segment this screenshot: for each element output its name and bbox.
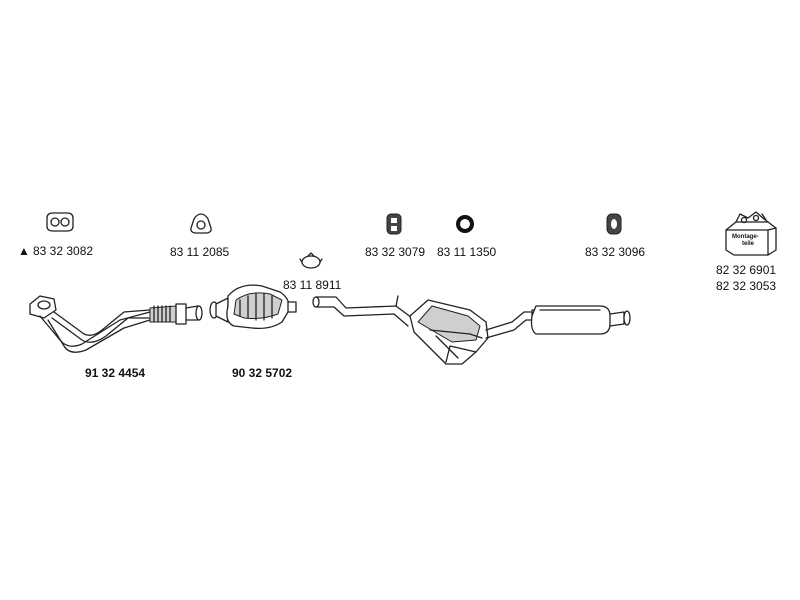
rubber-mount-c-part-number: 83 32 3096 [585,245,646,259]
gasket-triangle-part-number: 83 11 2085 [170,245,230,259]
center-pipe-icon [312,295,413,327]
mounting-kit-part-number-2: 82 32 3053 [716,279,777,293]
rubber-mount-c-icon [606,213,622,235]
clamp-icon [299,252,323,269]
rear-silencer-icon [485,305,631,339]
mounting-kit-box-label-1: Montage- [732,234,759,240]
o-ring-icon [456,215,474,233]
clamp-part-number: 83 11 8911 [283,278,342,292]
catalytic-converter-icon [209,284,297,330]
front-pipe-part-number: 91 32 4454 [85,366,146,380]
gasket-triangle-icon [190,213,212,234]
mounting-kit-part-number-1: 82 32 6901 [716,263,777,277]
gasket-flange-marker: ▲ [18,244,30,258]
gasket-flange-part-number: 83 32 3082 [33,244,94,258]
catalytic-converter-part-number: 90 32 5702 [232,366,293,380]
mounting-kit-box-icon [725,211,777,256]
rubber-mount-b-part-number: 83 32 3079 [365,245,426,259]
o-ring-part-number: 83 11 1350 [437,245,497,259]
mounting-kit-box-label-2: teile [742,241,755,247]
front-pipe-icon [29,295,203,353]
middle-silencer-icon [409,299,489,365]
rubber-mount-b-icon [386,213,402,235]
gasket-flange-icon [46,212,74,232]
